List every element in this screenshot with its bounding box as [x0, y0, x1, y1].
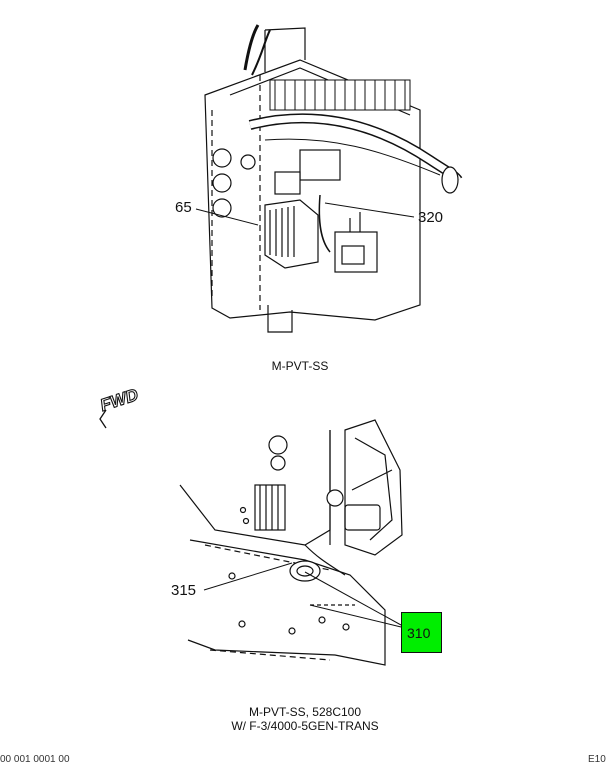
bottom-caption-line1: M-PVT-SS, 528C100	[248, 705, 362, 719]
footer-left: 00 001 0001 00	[0, 754, 70, 765]
leader-320	[324, 202, 415, 218]
bottom-caption-line2: W/ F-3/4000-5GEN-TRANS	[231, 719, 379, 733]
leader-310-a	[304, 571, 402, 626]
leader-315	[203, 562, 293, 591]
callout-310-highlight: 310	[401, 612, 442, 653]
footer-right: E10	[588, 754, 606, 765]
callout-315: 315	[171, 582, 197, 599]
bottom-caption: M-PVT-SS, 528C100 W/ F-3/4000-5GEN-TRANS	[205, 705, 405, 733]
callout-65: 65	[175, 199, 192, 216]
callout-310: 310	[407, 625, 431, 641]
leader-310-b	[309, 604, 402, 628]
top-caption: M-PVT-SS	[271, 359, 329, 373]
callout-320: 320	[418, 209, 444, 226]
leader-65	[195, 208, 259, 226]
